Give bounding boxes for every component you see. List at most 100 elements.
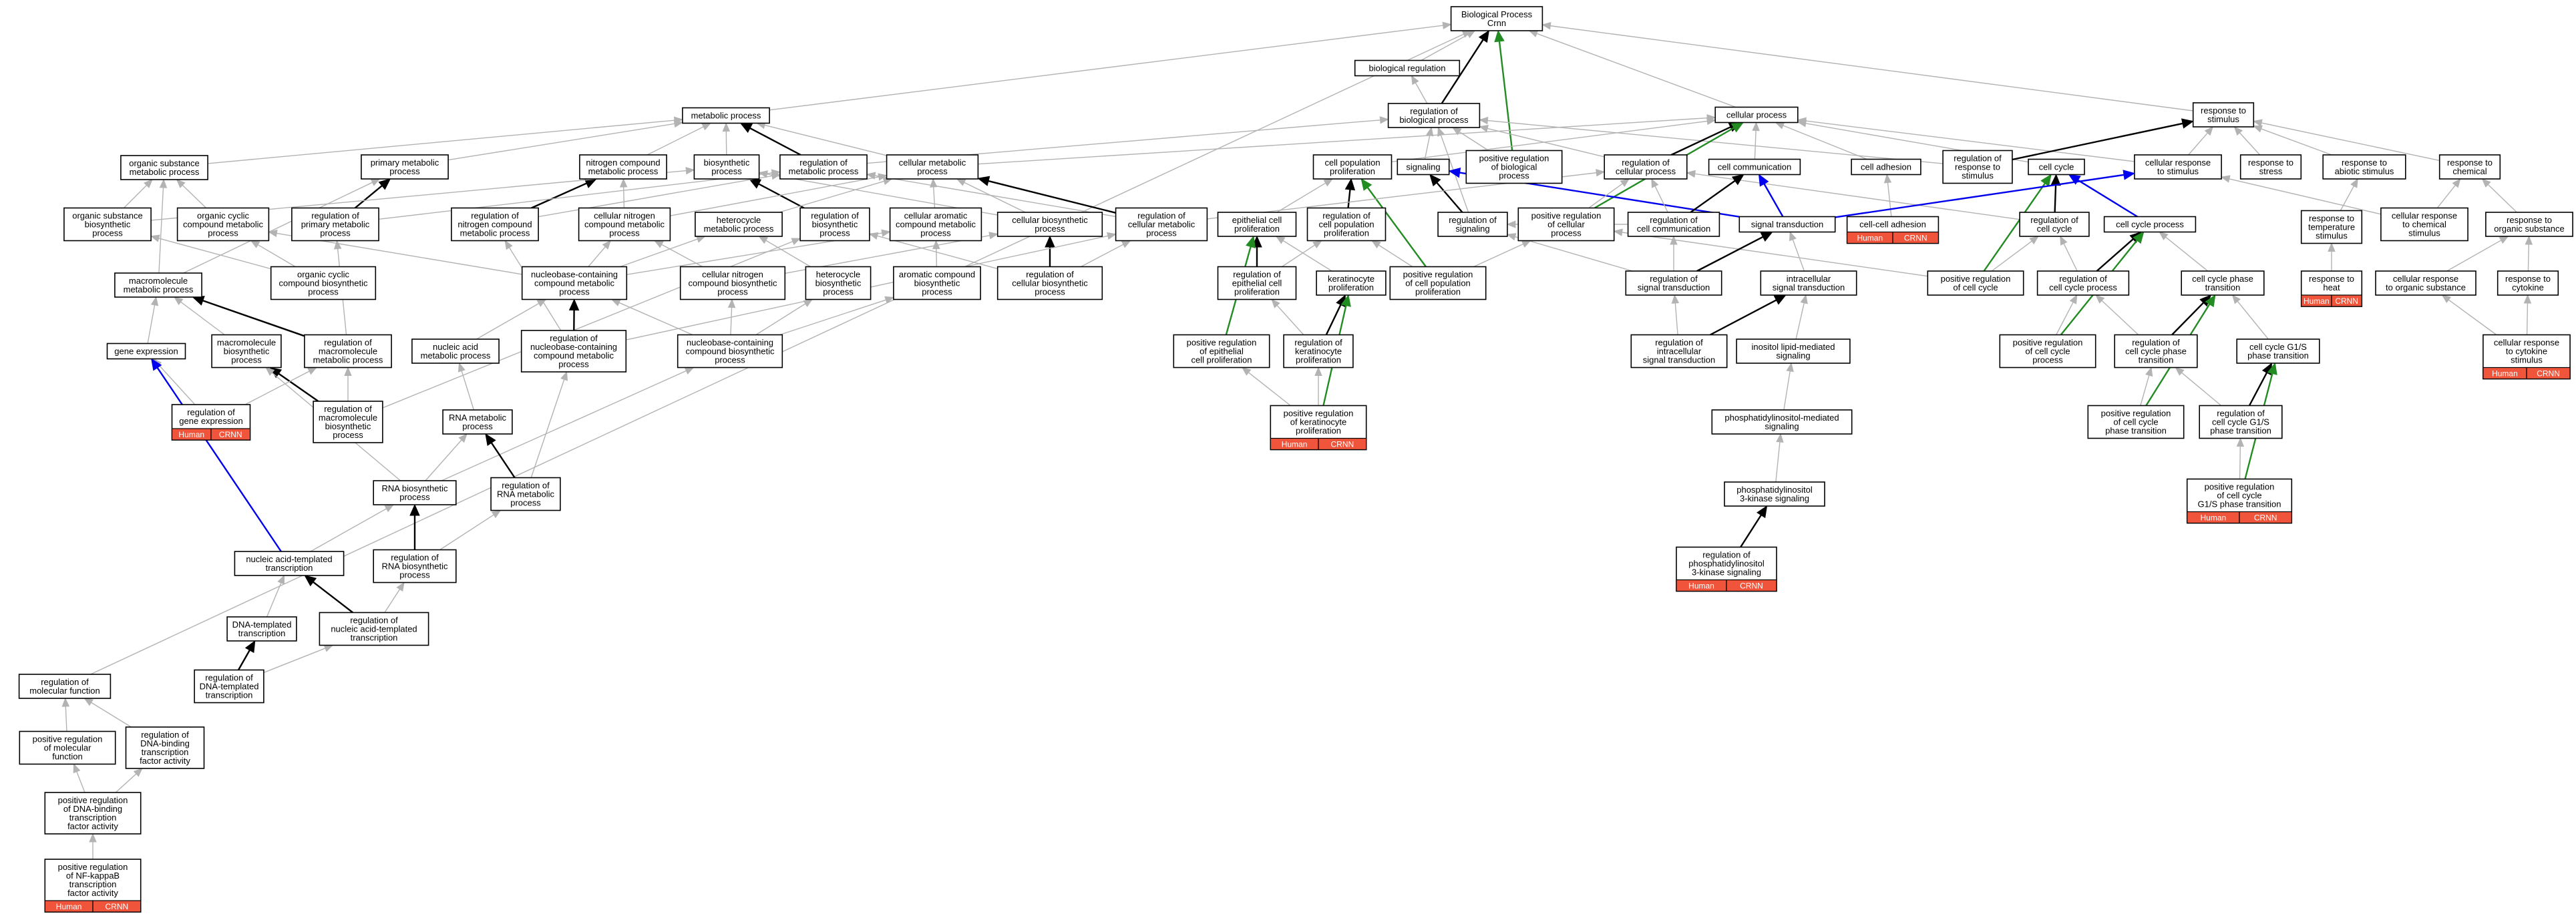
go-term-node[interactable]: regulation ofmacromoleculebiosyntheticpr… [313,401,383,443]
go-term-node[interactable]: cell communication [1708,158,1801,176]
go-term-node[interactable]: gene expression [106,342,186,360]
go-term-node[interactable]: regulation ofnucleobase-containingcompou… [520,330,627,373]
go-term-node[interactable]: cellular process [1714,106,1799,124]
go-term-node[interactable]: regulation ofphosphatidylinositol3-kinas… [1676,546,1777,592]
go-term-node[interactable]: signaling [1397,158,1450,176]
go-term-node[interactable]: cell adhesion [1851,158,1921,176]
go-term-node[interactable]: cell cycle process [2103,216,2197,233]
go-term-node[interactable]: signal transduction [1738,216,1836,233]
go-term-node[interactable]: biological regulation [1354,59,1461,77]
go-term-node[interactable]: metabolic process [682,107,770,124]
go-term-node[interactable]: cell cycle [2028,158,2085,176]
go-term-node[interactable]: regulation ofDNA-bindingtranscriptionfac… [125,726,205,769]
